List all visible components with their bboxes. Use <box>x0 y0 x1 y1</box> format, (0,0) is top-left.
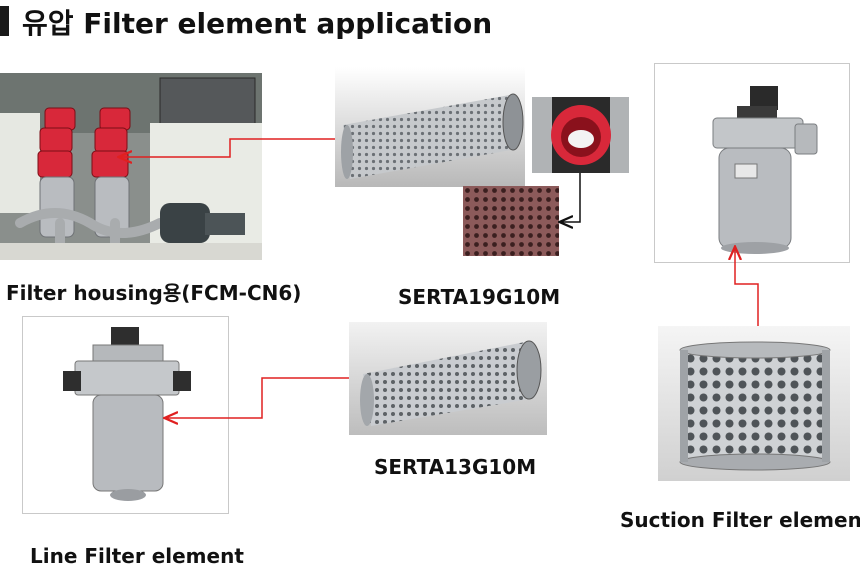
serta19-caption: SERTA19G10M <box>398 285 561 309</box>
mesh-closeup-photo <box>463 186 559 256</box>
filter-housing-caption: Filter housing용(FCM-CN6) <box>6 281 302 305</box>
line-filter-caption: Line Filter element <box>30 544 244 568</box>
suction-filter-element-photo <box>658 326 850 481</box>
suction-filter-housing-photo <box>654 63 850 263</box>
title-bar-marker <box>0 6 9 36</box>
filter-housing-photo <box>0 73 262 260</box>
page-title: 유압 Filter element application <box>22 7 493 40</box>
suction-filter-caption: Suction Filter element <box>620 508 860 532</box>
line-filter-housing-photo <box>22 316 229 514</box>
serta13-element-photo <box>349 322 547 435</box>
arrow-cap-to-mesh <box>561 173 581 222</box>
serta19-element-photo <box>335 67 525 187</box>
serta13-caption: SERTA13G10M <box>374 455 537 479</box>
red-cap-photo <box>532 97 629 173</box>
